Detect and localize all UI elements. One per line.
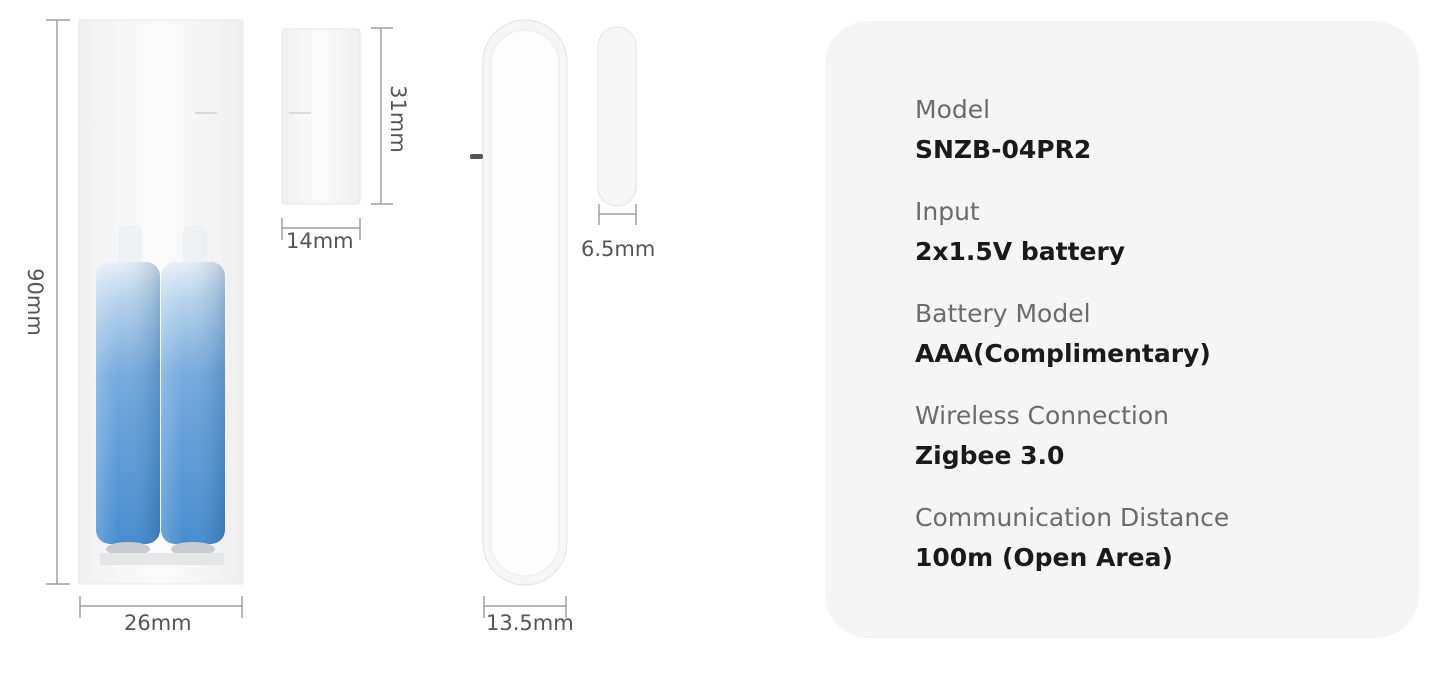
dimension-line-magnet-height (371, 27, 393, 205)
dimension-line-magnet-width (281, 218, 361, 240)
dimension-line-height (46, 19, 70, 585)
spec-item-input: Input 2x1.5V battery (915, 197, 1229, 299)
spec-value: 2x1.5V battery (915, 237, 1126, 266)
spec-label: Battery Model (915, 299, 1091, 328)
product-dimension-drawing (46, 19, 637, 618)
dim-label-height: 90mm (22, 268, 47, 336)
spec-label: Communication Distance (915, 503, 1230, 532)
dim-label-magnet-depth: 6.5mm (581, 237, 656, 261)
spec-item-communication-distance: Communication Distance 100m (Open Area) (915, 503, 1229, 605)
spec-list: Model SNZB-04PR2 Input 2x1.5V battery Ba… (915, 95, 1229, 605)
spec-value: SNZB-04PR2 (915, 135, 1092, 164)
battery-right (161, 225, 225, 556)
dim-label-width: 26mm (124, 611, 192, 635)
spec-item-battery-model: Battery Model AAA(Complimentary) (915, 299, 1229, 401)
dimension-line-magnet-depth (598, 204, 637, 225)
spec-card: Model SNZB-04PR2 Input 2x1.5V battery Ba… (825, 21, 1419, 638)
spec-item-wireless-connection: Wireless Connection Zigbee 3.0 (915, 401, 1229, 503)
dimension-line-side-depth (483, 596, 567, 618)
dimension-line-width (79, 596, 243, 618)
dim-label-magnet-height: 31mm (385, 85, 410, 153)
spec-label: Wireless Connection (915, 401, 1170, 430)
magnet-front-view (281, 28, 361, 205)
spec-value: AAA(Complimentary) (915, 339, 1211, 368)
spec-label: Model (915, 95, 991, 124)
spec-item-model: Model SNZB-04PR2 (915, 95, 1229, 197)
dim-label-magnet-width: 14mm (286, 229, 354, 253)
battery-left (96, 225, 160, 556)
dim-label-side-depth: 13.5mm (486, 611, 574, 635)
sensor-front-view (78, 19, 244, 585)
spec-value: Zigbee 3.0 (915, 441, 1065, 470)
spec-label: Input (915, 197, 980, 226)
magnet-side-view (597, 26, 637, 207)
sensor-side-view (470, 19, 568, 586)
spec-value: 100m (Open Area) (915, 543, 1173, 572)
